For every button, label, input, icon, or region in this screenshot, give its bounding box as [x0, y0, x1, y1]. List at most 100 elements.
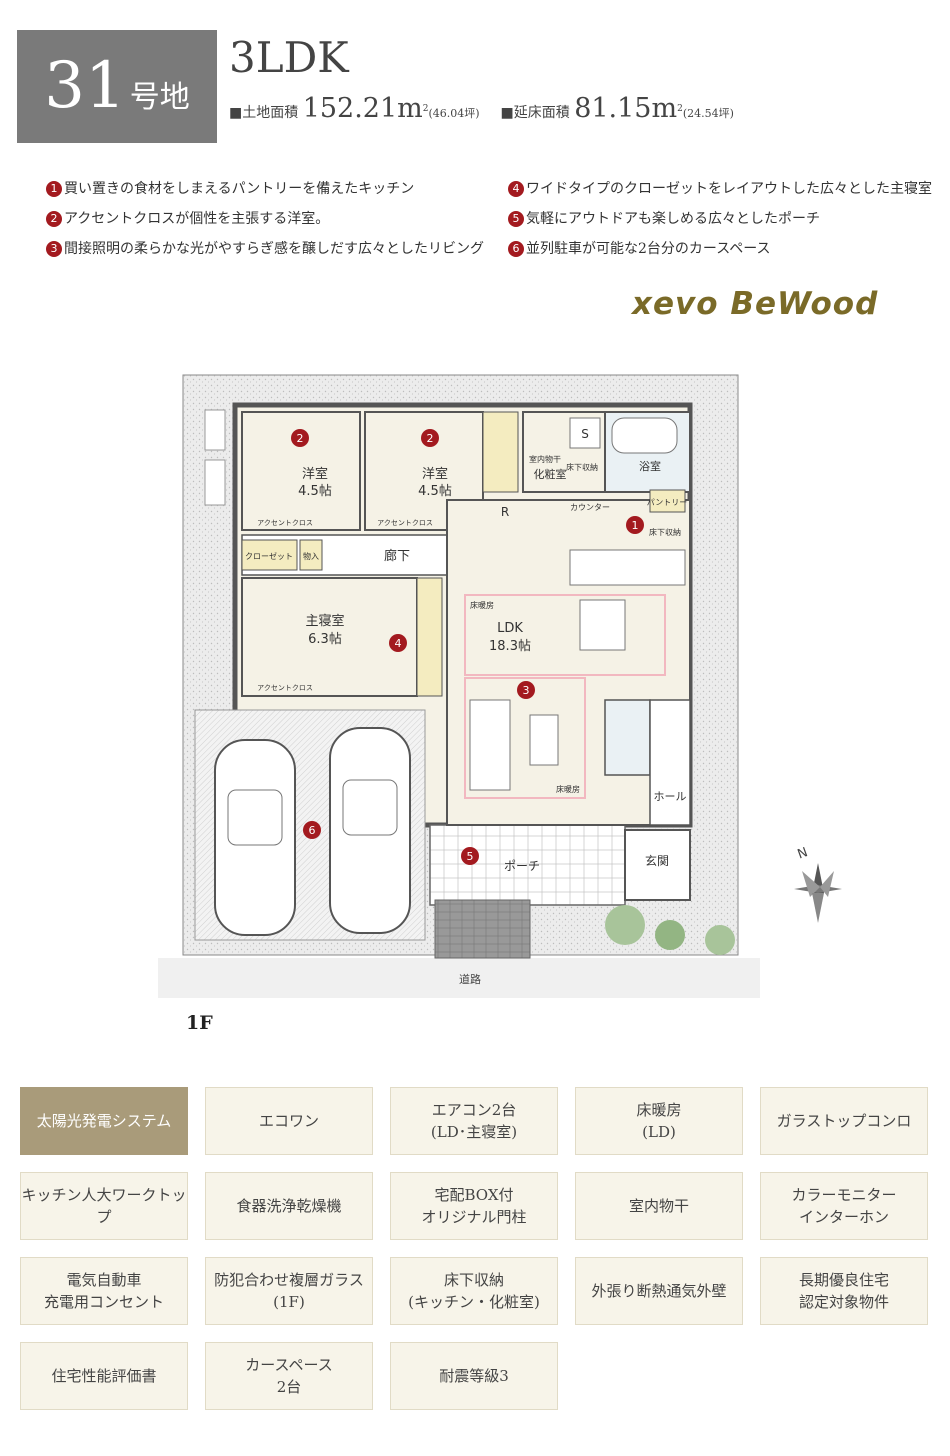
spec-item: 宅配BOX付 オリジナル門柱	[390, 1172, 558, 1240]
underfloor-label: 床下収納	[566, 462, 598, 472]
washing-machine-label: S	[581, 427, 589, 441]
svg-text:6: 6	[309, 824, 316, 837]
spec-item: カラーモニター インターホン	[760, 1172, 928, 1240]
fence-left	[204, 409, 226, 451]
land-area-unit: m	[397, 93, 423, 124]
underfloor-label: 床下収納	[649, 527, 681, 537]
floor-area-sq: 2	[677, 104, 683, 114]
spec-item: 長期優良住宅 認定対象物件	[760, 1257, 928, 1325]
feature-text: ワイドタイプのクローゼットをレイアウトした広々とした主寝室	[526, 181, 932, 197]
closet-vertical	[482, 411, 519, 493]
room-label: ホール	[654, 790, 687, 803]
pantry	[649, 489, 686, 513]
svg-text:2: 2	[297, 432, 304, 445]
room-label: LDK	[497, 621, 523, 636]
land-area-value: 152.21	[302, 93, 398, 124]
room-size: 4.5帖	[298, 484, 332, 499]
lot-number-badge: 31 号地	[17, 30, 217, 143]
room-label: 洋室	[422, 466, 448, 482]
spec-item: カースペース 2台	[205, 1342, 373, 1410]
plan-marker-2b: 2	[421, 429, 439, 447]
compass-icon: N	[794, 845, 842, 923]
feature-marker: 2	[46, 211, 62, 227]
sofa	[469, 699, 511, 791]
room-size: 6.3帖	[308, 632, 342, 647]
spec-item: キッチン人大ワークトップ	[20, 1172, 188, 1240]
accent-cross-label: アクセントクロス	[257, 684, 313, 692]
shrub	[655, 920, 685, 950]
spec-item: 床下収納 (キッチン・化粧室)	[390, 1257, 558, 1325]
spec-item: 食器洗浄乾燥機	[205, 1172, 373, 1240]
fence-left-2	[204, 459, 226, 506]
washing-machine	[569, 417, 601, 449]
road	[158, 958, 760, 998]
floor-heating-label: 床暖房	[556, 784, 580, 794]
feature-text: アクセントクロスが個性を主張する洋室。	[64, 211, 330, 227]
spec-item: ガラストップコンロ	[760, 1087, 928, 1155]
svg-text:4: 4	[395, 637, 402, 650]
car-left	[214, 739, 296, 936]
closet-master	[416, 577, 443, 697]
gate-pillar	[434, 899, 531, 959]
spec-item: エアコン2台 (LD･主寝室)	[390, 1087, 558, 1155]
svg-text:N: N	[796, 845, 810, 862]
plan-marker-3: 3	[517, 681, 535, 699]
closet-horizontal	[241, 539, 298, 571]
plan-marker-5: 5	[461, 847, 479, 865]
pantry-label: パントリー	[647, 498, 687, 507]
room-entrance	[624, 829, 691, 901]
plan-marker-6: 6	[303, 821, 321, 839]
feature-text: 並列駐車が可能な2台分のカースペース	[526, 241, 771, 257]
floor-heating-zone-2	[464, 677, 586, 799]
room-label: 主寝室	[305, 613, 344, 629]
room-youshitsu-1	[241, 411, 361, 531]
brand-logo: xevo BeWood	[632, 286, 879, 322]
feature-marker: 3	[46, 241, 62, 257]
room-hall	[649, 699, 691, 826]
spec-item: 耐震等級3	[390, 1342, 558, 1410]
spec-item: 電気自動車 充電用コンセント	[20, 1257, 188, 1325]
feature-marker: 6	[508, 241, 524, 257]
room-label: 玄関	[645, 853, 669, 868]
feature-marker: 5	[508, 211, 524, 227]
floor-plan: 道路 S 洋室	[158, 374, 760, 998]
room-master	[241, 577, 418, 697]
feature-text: 買い置きの食材をしまえるパントリーを備えたキッチン	[64, 181, 415, 197]
counter-label: カウンター	[570, 503, 610, 512]
shrub	[705, 925, 735, 955]
living-table	[529, 714, 559, 766]
floor-heating-label: 床暖房	[470, 600, 494, 610]
room-label: 廊下	[384, 548, 410, 564]
room-label: ポーチ	[504, 859, 540, 873]
spec-item: 外張り断熱通気外壁	[575, 1257, 743, 1325]
room-size: 4.5帖	[418, 484, 452, 499]
land-area-label: ■土地面積	[229, 105, 299, 121]
storage-label: 物入	[303, 551, 319, 561]
spec-item: エコワン	[205, 1087, 373, 1155]
plan-marker-4: 4	[389, 634, 407, 652]
spec-item: 住宅性能評価書	[20, 1342, 188, 1410]
drying-label: 室内物干	[529, 454, 561, 464]
land-area-sq: 2	[422, 104, 429, 114]
spec-item: 室内物干	[575, 1172, 743, 1240]
room-toilet	[604, 699, 651, 776]
floor-area-label: ■延床面積	[500, 105, 570, 121]
room-label: 洋室	[302, 466, 328, 482]
plan-marker-1: 1	[626, 516, 644, 534]
accent-cross-label: アクセントクロス	[377, 519, 433, 527]
land-area-tsubo: (46.04坪)	[428, 107, 480, 120]
spec-item: 床暖房 (LD)	[575, 1087, 743, 1155]
r-label: R	[501, 505, 509, 519]
feature-marker: 4	[508, 181, 524, 197]
spec-item: 太陽光発電システム	[20, 1087, 188, 1155]
storage	[299, 539, 323, 571]
svg-text:5: 5	[467, 850, 474, 863]
closet-label: クローゼット	[245, 551, 293, 561]
feature-text: 間接照明の柔らかな光がやすらぎ感を醸しだす広々としたリビング	[64, 241, 484, 257]
floor-label: 1F	[186, 1012, 213, 1034]
